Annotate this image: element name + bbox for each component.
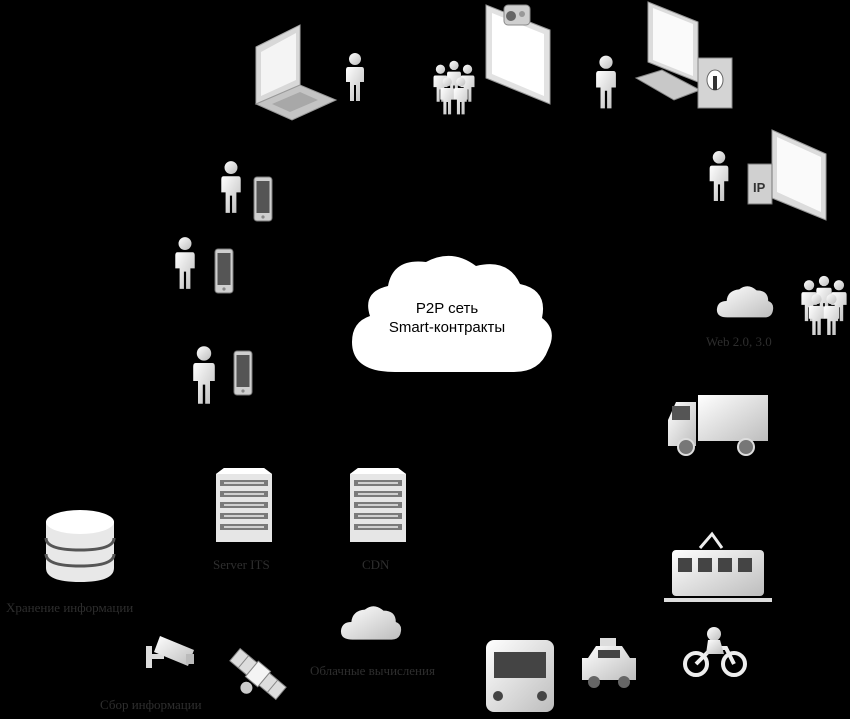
smartphone-icon bbox=[253, 176, 273, 222]
server-rack-icon bbox=[350, 468, 406, 542]
p2p-cloud-label: P2P сеть Smart-контракты bbox=[337, 299, 557, 337]
p2p-line: P2P сеть bbox=[415, 300, 479, 317]
svg-text:IP: IP bbox=[753, 180, 766, 195]
storage-caption: Хранение информации bbox=[6, 600, 134, 615]
smartphone-icon bbox=[214, 248, 234, 294]
server-its-caption: Server ITS bbox=[213, 557, 270, 572]
person-icon bbox=[709, 151, 729, 201]
server-rack-icon bbox=[216, 468, 272, 542]
person-icon bbox=[346, 53, 364, 101]
smartphone-icon bbox=[233, 350, 253, 396]
cloud-icon bbox=[716, 286, 774, 318]
bus-icon bbox=[486, 640, 554, 712]
laptop-icon bbox=[254, 24, 338, 121]
motorcycle-icon bbox=[683, 627, 747, 677]
p2p-cloud bbox=[352, 255, 552, 372]
tram-icon bbox=[664, 531, 772, 602]
person-icon bbox=[596, 55, 616, 109]
person-icon bbox=[193, 346, 215, 404]
ip-monitor-icon: IP bbox=[747, 129, 827, 221]
web-caption: Web 2.0, 3.0 bbox=[706, 334, 772, 349]
data-collection-caption: Сбор информации bbox=[100, 697, 202, 712]
taxi-icon bbox=[582, 638, 636, 688]
desktop-computer-icon bbox=[634, 1, 733, 109]
person-icon bbox=[221, 161, 241, 213]
cloud-icon bbox=[340, 606, 402, 640]
truck-icon bbox=[668, 395, 768, 456]
group-icon bbox=[434, 61, 475, 115]
cdn-caption: CDN bbox=[362, 557, 390, 572]
cctv-camera-icon bbox=[146, 636, 194, 668]
smart-contracts-line: Smart-контракты bbox=[388, 319, 506, 336]
satellite-icon bbox=[229, 647, 287, 701]
cloud-computing-caption: Облачные вычисления bbox=[310, 663, 435, 678]
person-icon bbox=[175, 237, 195, 289]
group-icon bbox=[801, 276, 846, 335]
video-terminal-icon bbox=[485, 4, 551, 105]
database-icon bbox=[44, 510, 116, 582]
